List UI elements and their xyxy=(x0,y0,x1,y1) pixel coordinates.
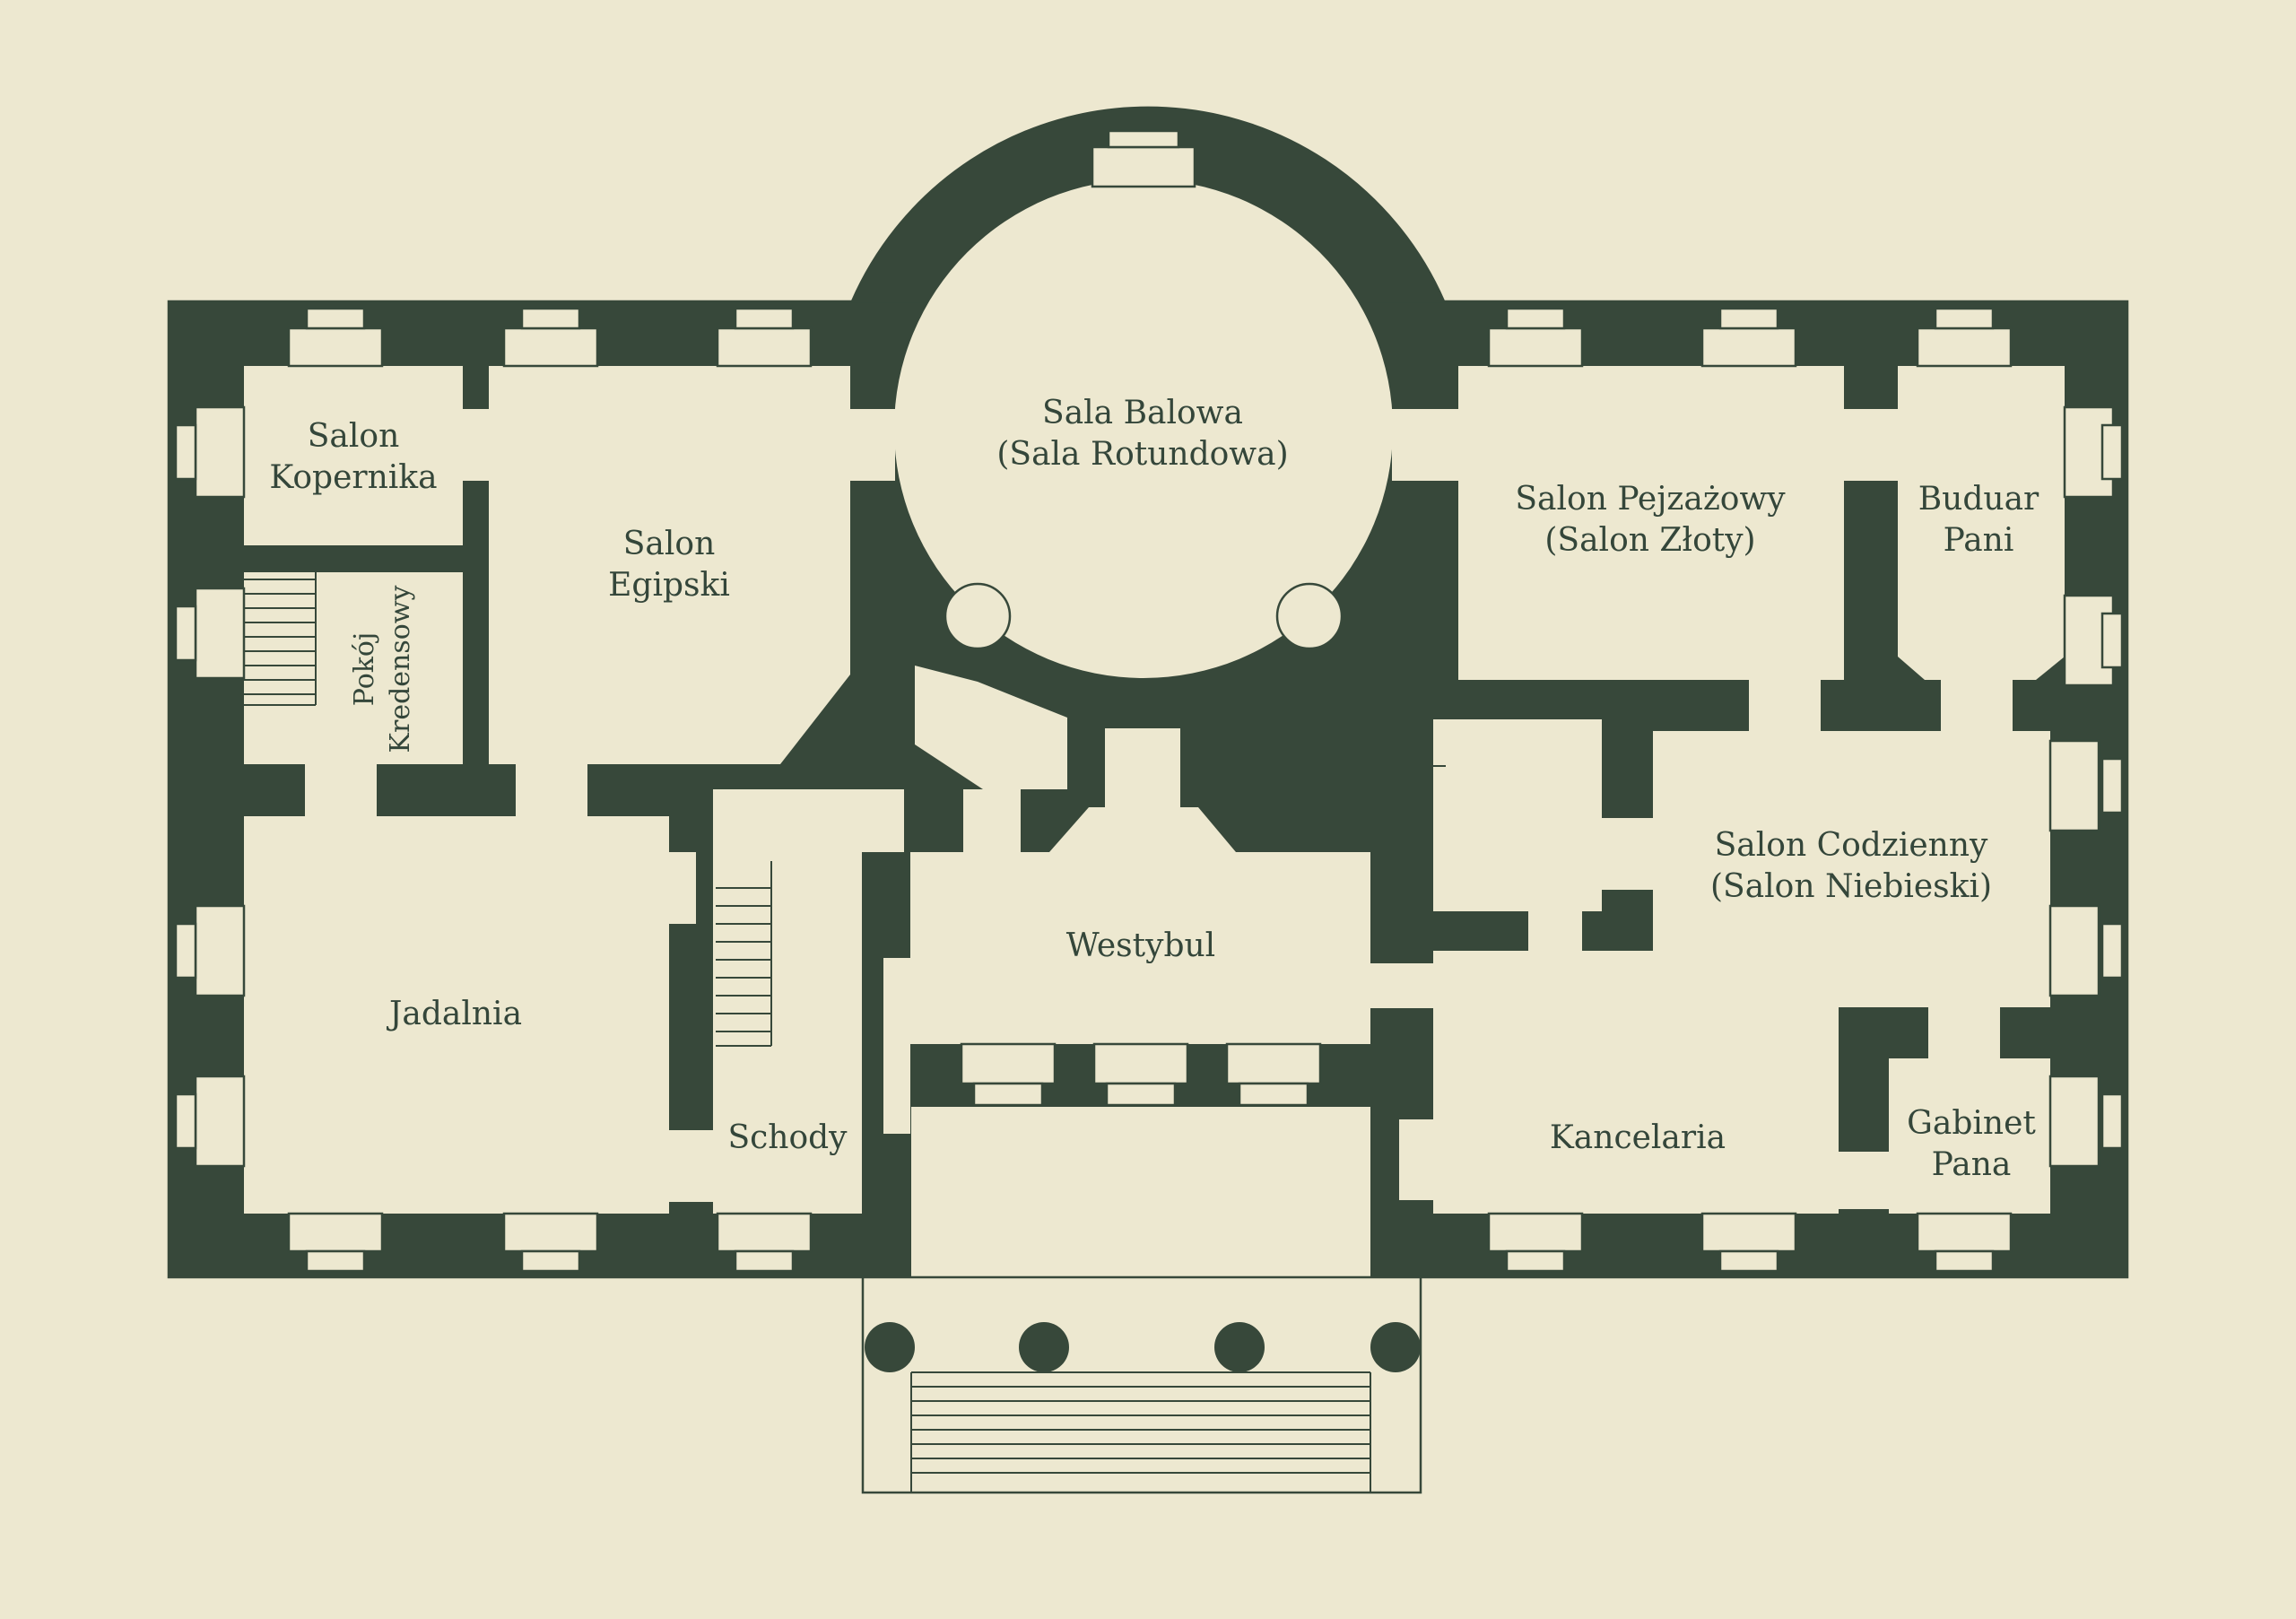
doorways xyxy=(305,409,2013,1209)
room-schody xyxy=(713,789,862,1214)
label-schody: Schody xyxy=(727,1119,848,1156)
label-sala-balowa: Sala Balowa(Sala Rotundowa) xyxy=(996,395,1288,473)
label-westybul: Westybul xyxy=(1066,927,1215,964)
label-jadalnia: Jadalnia xyxy=(386,996,522,1032)
staircases xyxy=(244,572,1446,1047)
room-kancelaria xyxy=(1433,951,1839,1214)
room-westybul xyxy=(910,807,1370,1044)
label-salon-codzienny: Salon Codzienny(Salon Niebieski) xyxy=(1710,827,1992,905)
room-buduar-pani xyxy=(1898,366,2065,680)
room-corridor xyxy=(883,958,910,1134)
room-stair-hall-right xyxy=(1433,719,1602,911)
room-jadalnia xyxy=(244,816,669,1214)
room-lobby-small xyxy=(915,666,1067,789)
room-salon-pejzazowy xyxy=(1458,366,1844,680)
room-entrance-hall xyxy=(911,1107,1370,1277)
rooms xyxy=(244,366,2065,1277)
room-pokoj-kredensowy xyxy=(244,572,463,764)
label-kancelaria: Kancelaria xyxy=(1550,1119,1726,1156)
windows xyxy=(174,129,2124,1273)
label-salon-pejzazowy: Salon Pejzażowy(Salon Złoty) xyxy=(1515,481,1786,559)
room-salon-kopernika xyxy=(244,366,463,545)
portico xyxy=(861,1275,1422,1494)
room-gabinet-pana xyxy=(1889,1058,2050,1214)
ballroom-shape xyxy=(894,179,1393,678)
room-salon-egipski xyxy=(489,366,850,764)
